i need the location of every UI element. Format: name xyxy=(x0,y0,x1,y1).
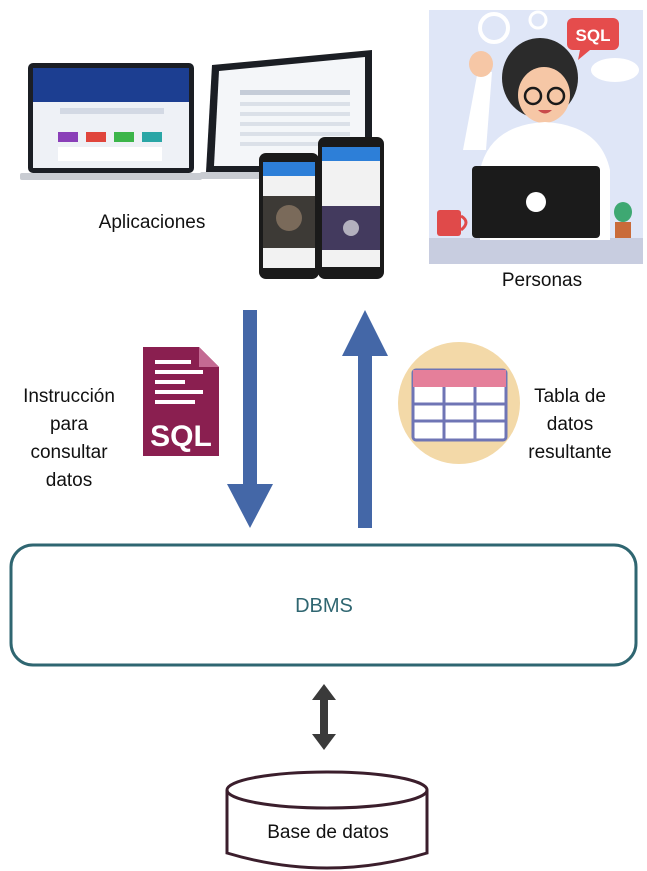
instruccion-line-1: Instrucción xyxy=(23,386,115,407)
dbms-box: DBMS xyxy=(9,543,638,667)
tabla-label: Tabla de datos resultante xyxy=(528,386,611,463)
phone-left-icon xyxy=(259,153,319,279)
personas-label: Personas xyxy=(502,270,582,291)
instruccion-label: Instrucción para consultar datos xyxy=(23,386,115,491)
sql-badge-icon: SQL xyxy=(567,18,619,60)
tabla-line-1: Tabla de xyxy=(534,386,606,407)
tabla-line-2: datos xyxy=(547,414,593,435)
instruccion-line-4: datos xyxy=(46,470,92,491)
aplicaciones-label: Aplicaciones xyxy=(99,212,206,233)
laptop-left-icon xyxy=(20,63,202,180)
applications-illustration xyxy=(20,50,384,279)
response-arrow-up xyxy=(342,310,388,528)
bidirectional-arrow xyxy=(312,684,336,750)
persona-illustration: SQL xyxy=(429,10,643,264)
instruccion-line-2: para xyxy=(50,414,88,435)
request-arrow-down xyxy=(227,310,273,528)
dbms-label: DBMS xyxy=(295,595,353,617)
sql-badge-text: SQL xyxy=(576,26,611,45)
database-cylinder-icon: Base de datos xyxy=(225,770,429,870)
tabla-line-3: resultante xyxy=(528,442,611,463)
phone-right-icon xyxy=(318,137,384,279)
sql-document-icon: SQL xyxy=(143,347,219,456)
instruccion-line-3: consultar xyxy=(30,442,108,463)
base-de-datos-label: Base de datos xyxy=(267,822,388,843)
sql-document-text: SQL xyxy=(150,420,212,453)
result-table-icon xyxy=(398,342,520,464)
